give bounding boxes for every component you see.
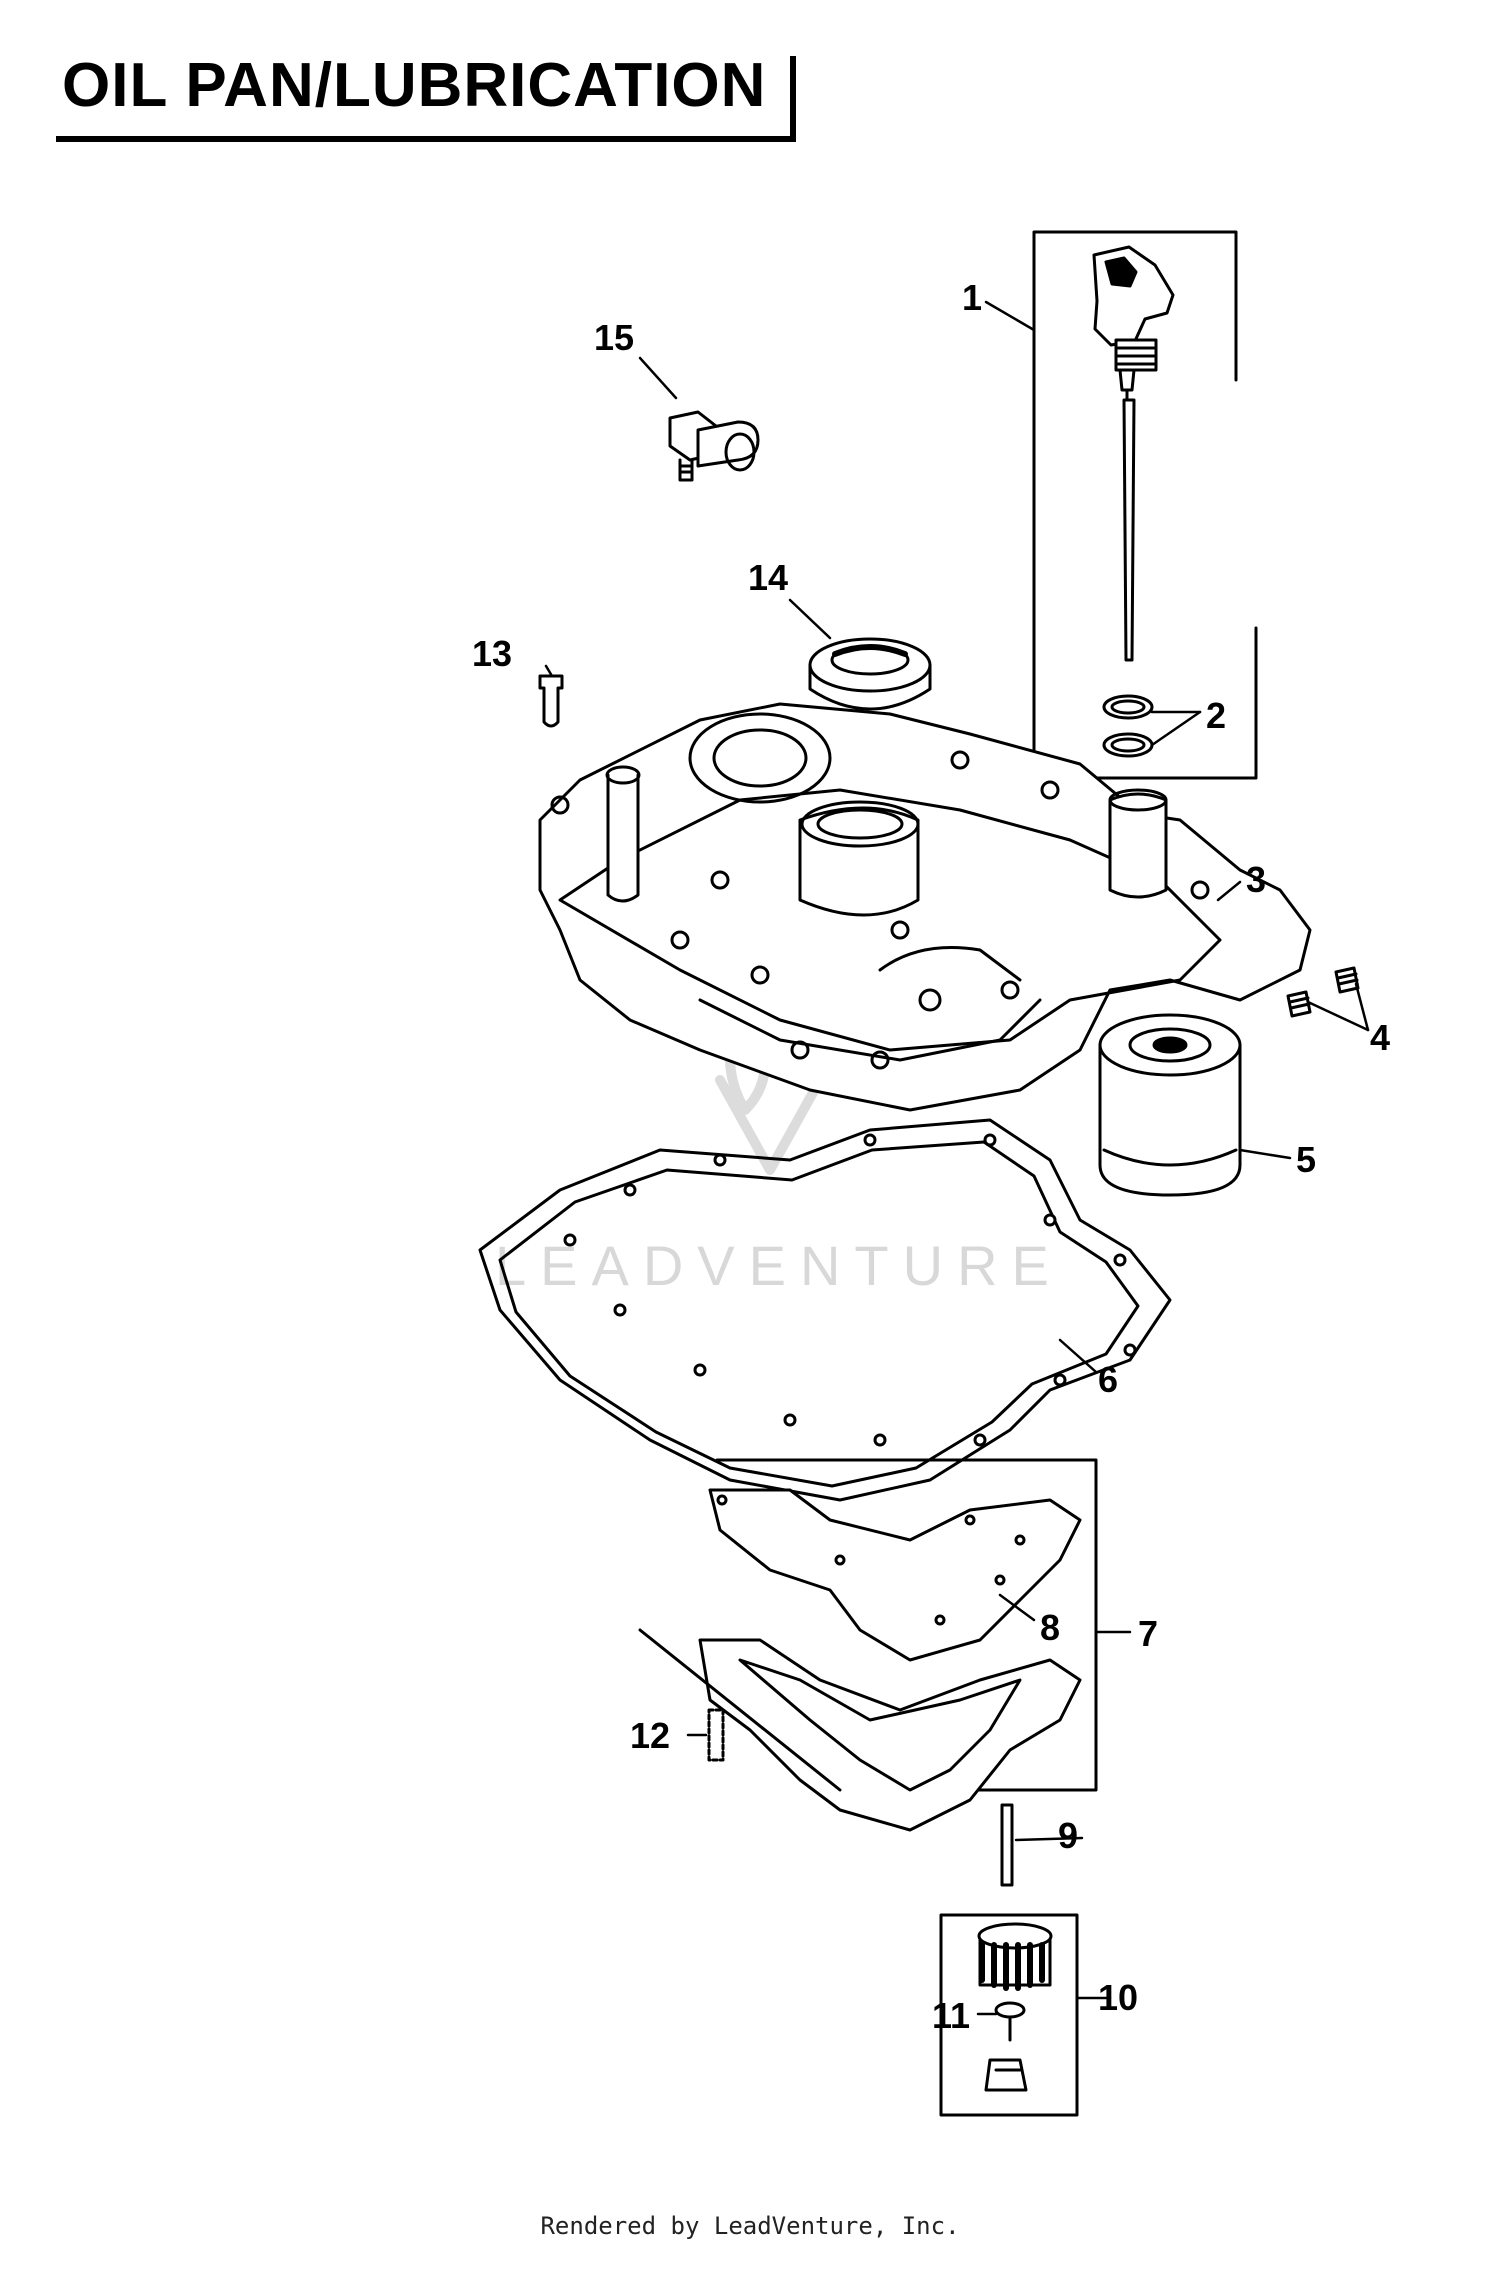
part-15-elbow-fitting — [668, 410, 760, 482]
callout-3: 3 — [1246, 859, 1266, 900]
callout-1: 1 — [962, 277, 982, 318]
callout-9: 9 — [1058, 1815, 1078, 1856]
part-13-plug — [538, 674, 564, 728]
part-8-baffle — [708, 1488, 1082, 1662]
part-12-dowel — [707, 1708, 725, 1762]
callout-2: 2 — [1206, 695, 1226, 736]
callout-7: 7 — [1138, 1613, 1158, 1654]
page-title: OIL PAN/LUBRICATION — [62, 51, 767, 120]
part-4-plugs — [1286, 966, 1360, 1018]
part-3-oil-pan — [538, 702, 1312, 1112]
callouts: 1 2 3 4 5 6 7 8 9 10 11 12 13 14 15 — [472, 277, 1390, 2036]
callout-14: 14 — [748, 557, 788, 598]
title-box — [56, 56, 796, 142]
part-5-oil-filter — [1098, 1013, 1242, 1197]
part-6-gasket — [478, 1118, 1172, 1502]
leader-lines — [544, 300, 1370, 2016]
callout-6: 6 — [1098, 1359, 1118, 1400]
part-7-screen — [638, 1628, 1082, 1832]
footer-credit: Rendered by LeadVenture, Inc. — [540, 2212, 960, 2240]
part-14-seal — [808, 637, 932, 711]
callout-11: 11 — [932, 1995, 970, 2036]
watermark-text: LEADVENTURE — [495, 1234, 1063, 1297]
callout-12: 12 — [630, 1715, 670, 1756]
callout-4: 4 — [1370, 1017, 1390, 1058]
callout-15: 15 — [594, 317, 634, 358]
callout-10: 10 — [1098, 1977, 1138, 2018]
callout-13: 13 — [472, 633, 512, 674]
part-10-pump-kit — [939, 1913, 1079, 2117]
part-9-shaft — [1000, 1803, 1014, 1887]
callout-5: 5 — [1296, 1139, 1316, 1180]
callout-8: 8 — [1040, 1607, 1060, 1648]
part-1-dipstick — [1032, 230, 1258, 780]
